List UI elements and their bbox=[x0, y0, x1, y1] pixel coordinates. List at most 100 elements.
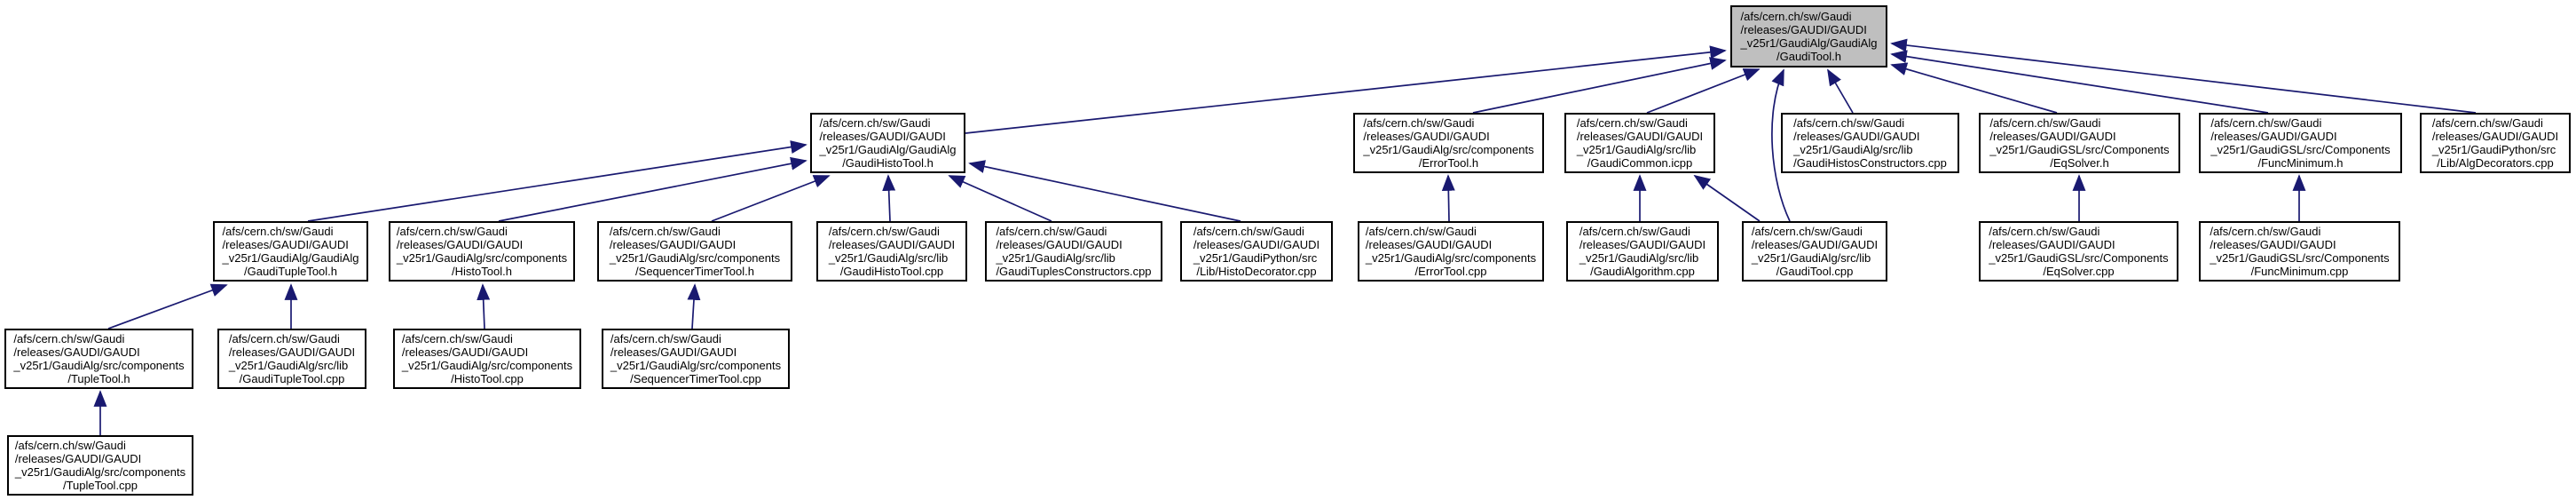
edge-histotool-cpp-to-histotool-h bbox=[477, 283, 491, 329]
node-label-line: /releases/GAUDI/GAUDI bbox=[1793, 130, 1920, 143]
node-label-line: /afs/cern.ch/sw/Gaudi bbox=[828, 225, 940, 238]
graph-node-gaudituple-tool-cpp[interactable]: /afs/cern.ch/sw/Gaudi/releases/GAUDI/GAU… bbox=[217, 329, 366, 389]
graph-node-funcminimum-h[interactable]: /afs/cern.ch/sw/Gaudi/releases/GAUDI/GAU… bbox=[2199, 113, 2402, 173]
edge-gaudihistosconstructors-cpp-to-gauditool-h bbox=[1827, 68, 1854, 114]
node-label-line: /releases/GAUDI/GAUDI bbox=[2210, 130, 2337, 143]
node-label-line: /releases/GAUDI/GAUDI bbox=[1363, 130, 1490, 143]
graph-node-gaudihistotool-cpp[interactable]: /afs/cern.ch/sw/Gaudi/releases/GAUDI/GAU… bbox=[816, 221, 967, 282]
edges-group bbox=[93, 38, 2477, 435]
graph-node-gauditool-h: /afs/cern.ch/sw/Gaudi/releases/GAUDI/GAU… bbox=[1730, 5, 1887, 67]
node-label: /afs/cern.ch/sw/Gaudi/releases/GAUDI/GAU… bbox=[2432, 116, 2558, 170]
graph-node-gaudihistotool-h[interactable]: /afs/cern.ch/sw/Gaudi/releases/GAUDI/GAU… bbox=[810, 113, 965, 173]
graph-node-tupletool-h[interactable]: /afs/cern.ch/sw/Gaudi/releases/GAUDI/GAU… bbox=[4, 329, 193, 389]
node-label-line: _v25r1/GaudiAlg/src/lib bbox=[1751, 251, 1871, 265]
graph-node-histotool-h[interactable]: /afs/cern.ch/sw/Gaudi/releases/GAUDI/GAU… bbox=[389, 221, 575, 282]
node-label-line: _v25r1/GaudiPython/src bbox=[2431, 143, 2556, 156]
node-label: /afs/cern.ch/sw/Gaudi/releases/GAUDI/GAU… bbox=[820, 116, 957, 170]
node-label-line: /Lib/AlgDecorators.cpp bbox=[2437, 156, 2554, 170]
node-label-line: /GaudiCommon.icpp bbox=[1587, 156, 1693, 170]
edge-gaudihistotool-h-to-gauditool-h bbox=[965, 45, 1727, 134]
node-label-line: /FuncMinimum.h bbox=[2257, 156, 2344, 170]
node-label-line: /EqSolver.cpp bbox=[2043, 265, 2115, 278]
node-label-line: /releases/GAUDI/GAUDI bbox=[819, 130, 946, 143]
node-label-line: /GaudiAlgorithm.cpp bbox=[1590, 265, 1695, 278]
node-label-line: /releases/GAUDI/GAUDI bbox=[610, 345, 737, 359]
edge-errortool-cpp-to-errortool-h bbox=[1441, 174, 1455, 222]
node-label-line: /releases/GAUDI/GAUDI bbox=[1576, 130, 1704, 143]
edge-eqsolver-h-to-gauditool-h bbox=[1890, 62, 2058, 114]
edge-tupletool-h-to-gaudituple-tool-h bbox=[107, 283, 228, 329]
node-label-line: /HistoTool.cpp bbox=[451, 372, 524, 385]
node-label: /afs/cern.ch/sw/Gaudi/releases/GAUDI/GAU… bbox=[1363, 116, 1533, 170]
node-label: /afs/cern.ch/sw/Gaudi/releases/GAUDI/GAU… bbox=[1793, 116, 1947, 170]
node-label-line: /releases/GAUDI/GAUDI bbox=[1579, 238, 1706, 251]
node-label-line: _v25r1/GaudiPython/src bbox=[1193, 251, 1318, 265]
node-label-line: /afs/cern.ch/sw/Gaudi bbox=[1793, 116, 1905, 130]
node-label: /afs/cern.ch/sw/Gaudi/releases/GAUDI/GAU… bbox=[229, 332, 355, 385]
graph-node-eqsolver-h[interactable]: /afs/cern.ch/sw/Gaudi/releases/GAUDI/GAU… bbox=[1979, 113, 2180, 173]
graph-node-sequencertimertool-cpp[interactable]: /afs/cern.ch/sw/Gaudi/releases/GAUDI/GAU… bbox=[602, 329, 790, 389]
edge-gaudituplesconstructors-cpp-to-gaudihistotool-h bbox=[948, 175, 1052, 222]
node-label-line: /afs/cern.ch/sw/Gaudi bbox=[996, 225, 1107, 238]
node-label-line: _v25r1/GaudiAlg/src/lib bbox=[1579, 251, 1699, 265]
edge-errortool-h-to-gauditool-h bbox=[1472, 57, 1727, 114]
node-label-line: /afs/cern.ch/sw/Gaudi bbox=[609, 225, 721, 238]
node-label: /afs/cern.ch/sw/Gaudi/releases/GAUDI/GAU… bbox=[1752, 225, 1878, 278]
node-label-line: /GaudiTupleTool.cpp bbox=[239, 372, 345, 385]
node-label-line: /SequencerTimerTool.cpp bbox=[630, 372, 761, 385]
node-label-line: _v25r1/GaudiAlg/src/components bbox=[1363, 143, 1534, 156]
graph-node-funcminimum-cpp[interactable]: /afs/cern.ch/sw/Gaudi/releases/GAUDI/GAU… bbox=[2199, 221, 2400, 282]
graph-node-errortool-cpp[interactable]: /afs/cern.ch/sw/Gaudi/releases/GAUDI/GAU… bbox=[1358, 221, 1544, 282]
node-label-line: _v25r1/GaudiAlg/src/components bbox=[609, 251, 781, 265]
graph-node-algdecorators-cpp[interactable]: /afs/cern.ch/sw/Gaudi/releases/GAUDI/GAU… bbox=[2420, 113, 2571, 173]
graph-node-gaudituple-tool-h[interactable]: /afs/cern.ch/sw/Gaudi/releases/GAUDI/GAU… bbox=[213, 221, 368, 282]
graph-node-gaudituplesconstructors-cpp[interactable]: /afs/cern.ch/sw/Gaudi/releases/GAUDI/GAU… bbox=[985, 221, 1162, 282]
node-label-line: /afs/cern.ch/sw/Gaudi bbox=[1363, 116, 1475, 130]
graph-node-gaudicommon-icpp[interactable]: /afs/cern.ch/sw/Gaudi/releases/GAUDI/GAU… bbox=[1564, 113, 1715, 173]
node-label-line: /afs/cern.ch/sw/Gaudi bbox=[14, 439, 126, 452]
node-label-line: _v25r1/GaudiAlg/GaudiAlg bbox=[819, 143, 957, 156]
node-label-line: /releases/GAUDI/GAUDI bbox=[228, 345, 356, 359]
node-label-line: /afs/cern.ch/sw/Gaudi bbox=[1365, 225, 1477, 238]
node-label-line: /SequencerTimerTool.h bbox=[635, 265, 754, 278]
edge-algdecorators-cpp-to-gauditool-h bbox=[1890, 38, 2477, 114]
node-label-line: /ErrorTool.h bbox=[1418, 156, 1479, 170]
node-label-line: /GaudiTool.cpp bbox=[1776, 265, 1854, 278]
edge-histodecorator-cpp-to-gaudihistotool-h bbox=[968, 160, 1241, 222]
graph-node-gauditool-cpp[interactable]: /afs/cern.ch/sw/Gaudi/releases/GAUDI/GAU… bbox=[1742, 221, 1887, 282]
node-label-line: /releases/GAUDI/GAUDI bbox=[609, 238, 737, 251]
edge-histotool-h-to-gaudihistotool-h bbox=[498, 156, 807, 222]
graph-node-eqsolver-cpp[interactable]: /afs/cern.ch/sw/Gaudi/releases/GAUDI/GAU… bbox=[1979, 221, 2178, 282]
graph-node-tupletool-cpp[interactable]: /afs/cern.ch/sw/Gaudi/releases/GAUDI/GAU… bbox=[7, 435, 193, 496]
node-label-line: /Lib/HistoDecorator.cpp bbox=[1196, 265, 1317, 278]
node-label-line: _v25r1/GaudiAlg/src/lib bbox=[996, 251, 1115, 265]
node-label-line: /releases/GAUDI/GAUDI bbox=[401, 345, 529, 359]
edge-funcminimum-h-to-gauditool-h bbox=[1890, 50, 2269, 114]
node-label: /afs/cern.ch/sw/Gaudi/releases/GAUDI/GAU… bbox=[15, 439, 185, 492]
graph-node-histodecorator-cpp[interactable]: /afs/cern.ch/sw/Gaudi/releases/GAUDI/GAU… bbox=[1180, 221, 1333, 282]
graph-node-gaudialgorithm-cpp[interactable]: /afs/cern.ch/sw/Gaudi/releases/GAUDI/GAU… bbox=[1566, 221, 1719, 282]
graph-node-sequencertimertool-h[interactable]: /afs/cern.ch/sw/Gaudi/releases/GAUDI/GAU… bbox=[597, 221, 792, 282]
node-label-line: /releases/GAUDI/GAUDI bbox=[2210, 238, 2336, 251]
node-label-line: /releases/GAUDI/GAUDI bbox=[1989, 238, 2115, 251]
node-label-line: /afs/cern.ch/sw/Gaudi bbox=[1989, 116, 2101, 130]
edge-gauditool-cpp-to-gauditool-h bbox=[1771, 68, 1791, 222]
node-label-line: /afs/cern.ch/sw/Gaudi bbox=[1989, 225, 2100, 238]
node-label: /afs/cern.ch/sw/Gaudi/releases/GAUDI/GAU… bbox=[2210, 225, 2389, 278]
edge-sequencertimertool-cpp-to-sequencertimertool-h bbox=[687, 283, 701, 329]
node-label-line: /GaudiHistoTool.cpp bbox=[839, 265, 944, 278]
graph-node-gaudihistosconstructors-cpp[interactable]: /afs/cern.ch/sw/Gaudi/releases/GAUDI/GAU… bbox=[1781, 113, 1959, 173]
node-label-line: _v25r1/GaudiAlg/src/components bbox=[14, 465, 186, 479]
node-label-line: /ErrorTool.cpp bbox=[1414, 265, 1487, 278]
node-label-line: /EqSolver.h bbox=[2050, 156, 2109, 170]
graph-node-errortool-h[interactable]: /afs/cern.ch/sw/Gaudi/releases/GAUDI/GAU… bbox=[1353, 113, 1544, 173]
node-label-line: _v25r1/GaudiGSL/src/Components bbox=[2210, 251, 2390, 265]
node-label-line: /releases/GAUDI/GAUDI bbox=[1740, 23, 1867, 36]
node-label-line: /GaudiHistosConstructors.cpp bbox=[1793, 156, 1947, 170]
node-label-line: /releases/GAUDI/GAUDI bbox=[1751, 238, 1879, 251]
node-label-line: _v25r1/GaudiAlg/src/lib bbox=[1576, 143, 1697, 156]
node-label-line: _v25r1/GaudiAlg/src/components bbox=[13, 359, 185, 372]
graph-node-histotool-cpp[interactable]: /afs/cern.ch/sw/Gaudi/releases/GAUDI/GAU… bbox=[393, 329, 581, 389]
